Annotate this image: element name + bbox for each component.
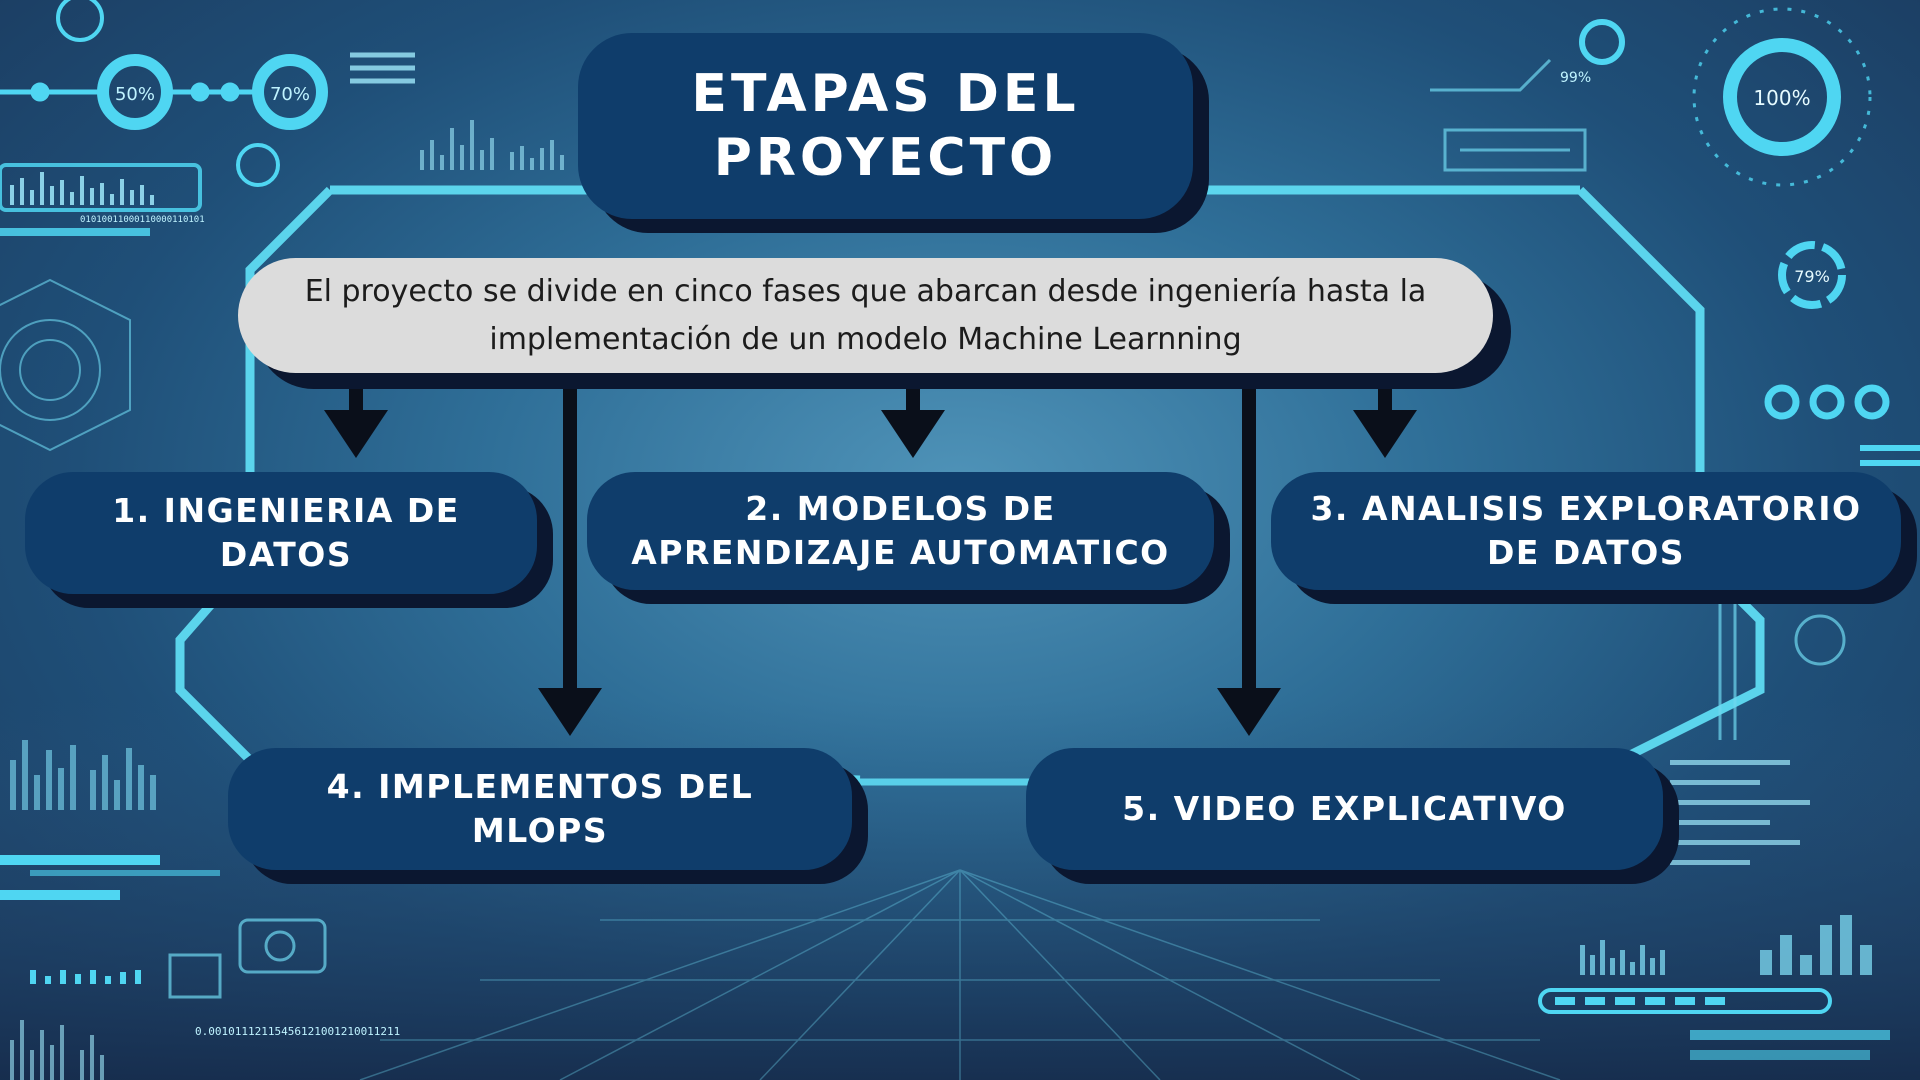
arrow-to-step-2 bbox=[906, 372, 920, 412]
arrow-to-step-4 bbox=[563, 372, 577, 692]
step-1-label: 1. INGENIERIA DE DATOS bbox=[112, 491, 460, 574]
arrow-to-step-3 bbox=[1378, 372, 1392, 412]
gauge-50-icon bbox=[97, 54, 173, 130]
arrow-to-step-1 bbox=[349, 372, 363, 412]
gauge-70-icon bbox=[252, 54, 328, 130]
intro-text: El proyecto se divide en cinco fases que… bbox=[304, 273, 1427, 357]
binary-string-top: 01010011000110000110101 bbox=[80, 215, 205, 225]
step-3-label: 3. ANALISIS EXPLORATORIO DE DATOS bbox=[1310, 489, 1862, 572]
binary-string-bottom: 0.00101112115456121001210011211 bbox=[195, 1025, 400, 1038]
step-4-implementos-mlops: 4. IMPLEMENTOS DEL MLOPS bbox=[228, 748, 852, 870]
arrow-to-step-5 bbox=[1242, 372, 1256, 692]
page-title: ETAPAS DEL PROYECTO bbox=[578, 33, 1193, 219]
step-4-label: 4. IMPLEMENTOS DEL MLOPS bbox=[326, 767, 754, 850]
step-2-label: 2. MODELOS DE APRENDIZAJE AUTOMATICO bbox=[631, 489, 1170, 572]
step-5-video-explicativo: 5. VIDEO EXPLICATIVO bbox=[1026, 748, 1663, 870]
step-2-modelos-de-aprendizaje: 2. MODELOS DE APRENDIZAJE AUTOMATICO bbox=[587, 472, 1214, 590]
gauge-70-label: 70% bbox=[270, 84, 310, 105]
gauge-100-label: 100% bbox=[1753, 86, 1810, 110]
step-5-label: 5. VIDEO EXPLICATIVO bbox=[1122, 789, 1567, 828]
gauge-100-icon bbox=[1723, 38, 1841, 156]
gauge-79-icon bbox=[1778, 241, 1846, 309]
intro-description: El proyecto se divide en cinco fases que… bbox=[238, 258, 1493, 373]
step-1-ingenieria-de-datos: 1. INGENIERIA DE DATOS bbox=[25, 472, 537, 594]
page-title-text: ETAPAS DEL PROYECTO bbox=[691, 64, 1080, 188]
gauge-50-label: 50% bbox=[115, 84, 155, 105]
gauge-79-label: 79% bbox=[1794, 267, 1830, 286]
step-3-analisis-exploratorio: 3. ANALISIS EXPLORATORIO DE DATOS bbox=[1271, 472, 1901, 590]
gauge-99-label: 99% bbox=[1560, 70, 1591, 86]
